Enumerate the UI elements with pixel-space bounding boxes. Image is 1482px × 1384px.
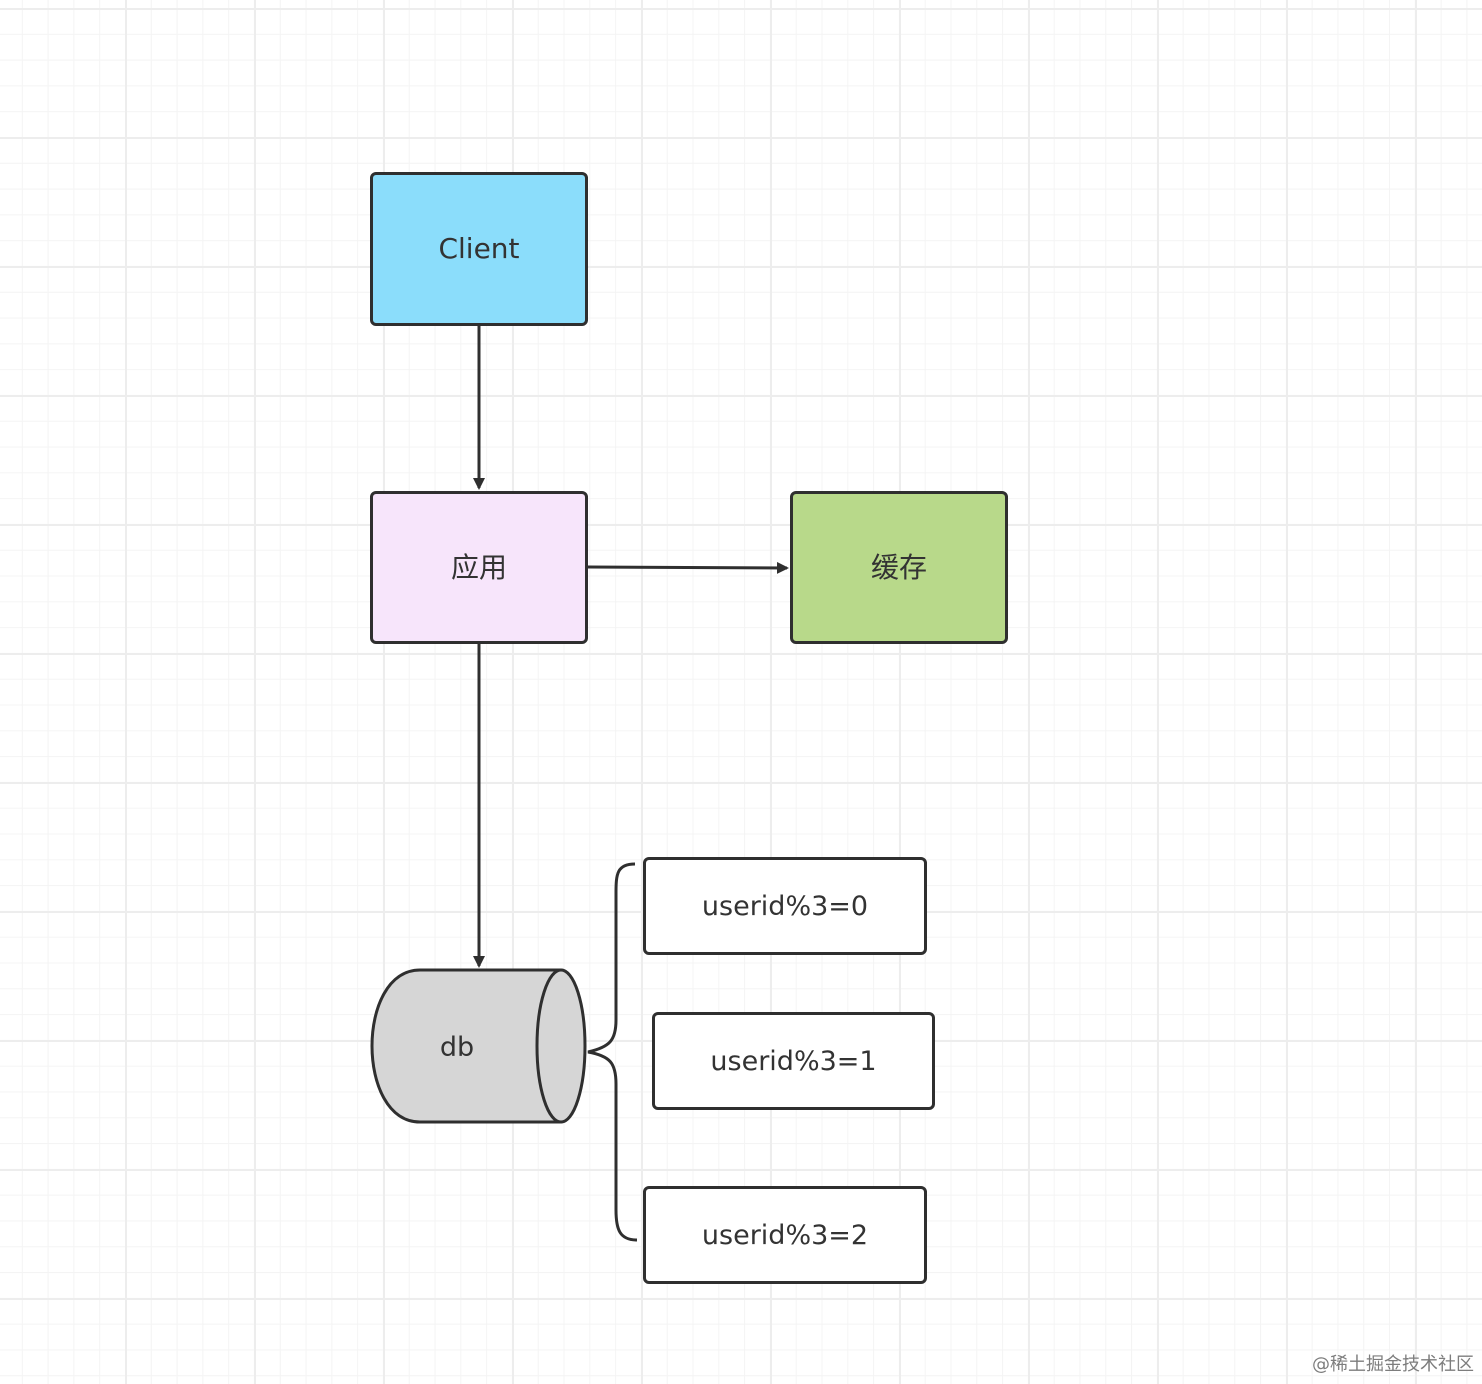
- app-node: 应用: [370, 491, 588, 644]
- partition-box-userid-mod-3-0: userid%3=0: [643, 857, 927, 955]
- partition-brace: [587, 862, 638, 1242]
- source-watermark: @稀土掘金技术社区: [1312, 1354, 1474, 1375]
- cache-node: 缓存: [790, 491, 1008, 644]
- app-node-label: 应用: [450, 550, 507, 584]
- partition-box-userid-mod-3-1: userid%3=1: [652, 1012, 935, 1110]
- client-node-label: Client: [438, 232, 520, 265]
- partition-label: userid%3=2: [701, 1219, 869, 1251]
- app-to-cache-arrow: [587, 561, 789, 574]
- db-node-label: db: [439, 1031, 475, 1063]
- partition-label: userid%3=1: [710, 1045, 877, 1077]
- partition-label: userid%3=0: [701, 890, 869, 922]
- partition-box-userid-mod-3-2: userid%3=2: [643, 1186, 927, 1284]
- client-node: Client: [370, 172, 588, 326]
- cache-node-label: 缓存: [870, 550, 927, 584]
- db-cylinder-front-cap: [535, 968, 587, 1124]
